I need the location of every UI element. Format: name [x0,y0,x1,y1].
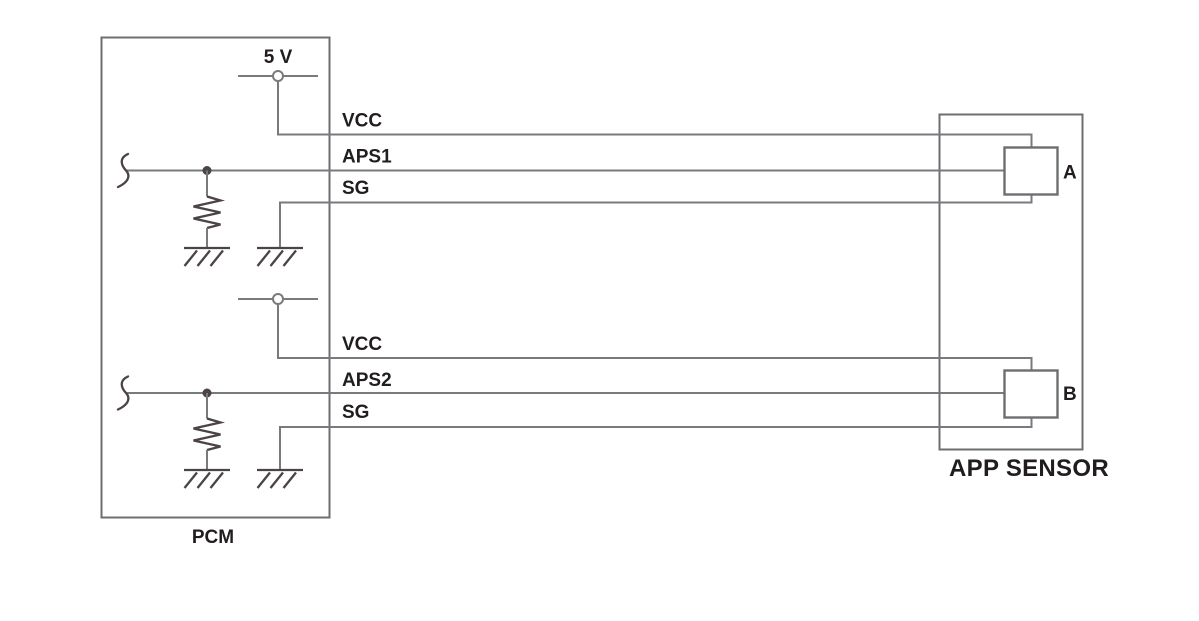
pin-label-sg2: SG [342,402,369,423]
pin-label-aps2: APS2 [342,370,392,391]
wire-break-icon-1 [116,152,130,189]
supply-terminal-circle-1 [272,70,284,82]
wire-vcc1 [277,81,1033,148]
supply-voltage-label: 5 V [264,47,293,68]
connector-a-block [1003,146,1059,196]
ground-icon-2a [183,468,230,489]
resistor-icon-2 [193,417,226,452]
ground-icon-1b [256,246,303,267]
pin-label-vcc1: VCC [342,111,382,132]
wire-break-icon-2 [116,375,130,411]
wire-sg1 [279,194,1033,248]
ground-icon-1a [183,246,230,267]
resistor-icon-1 [193,195,226,230]
wire-vcc2 [277,304,1033,371]
connector-b-label: B [1063,384,1077,405]
connector-b-block [1003,369,1059,419]
ground-icon-2b [256,468,303,489]
pcm-box [100,36,331,519]
app-sensor-label: APP SENSOR [949,455,1109,482]
pcm-label: PCM [192,527,234,548]
pin-label-sg1: SG [342,178,369,199]
wire-sg2 [279,417,1033,470]
connector-a-label: A [1063,163,1077,184]
pin-label-vcc2: VCC [342,334,382,355]
pin-label-aps1: APS1 [342,147,392,168]
supply-terminal-circle-2 [272,293,284,305]
